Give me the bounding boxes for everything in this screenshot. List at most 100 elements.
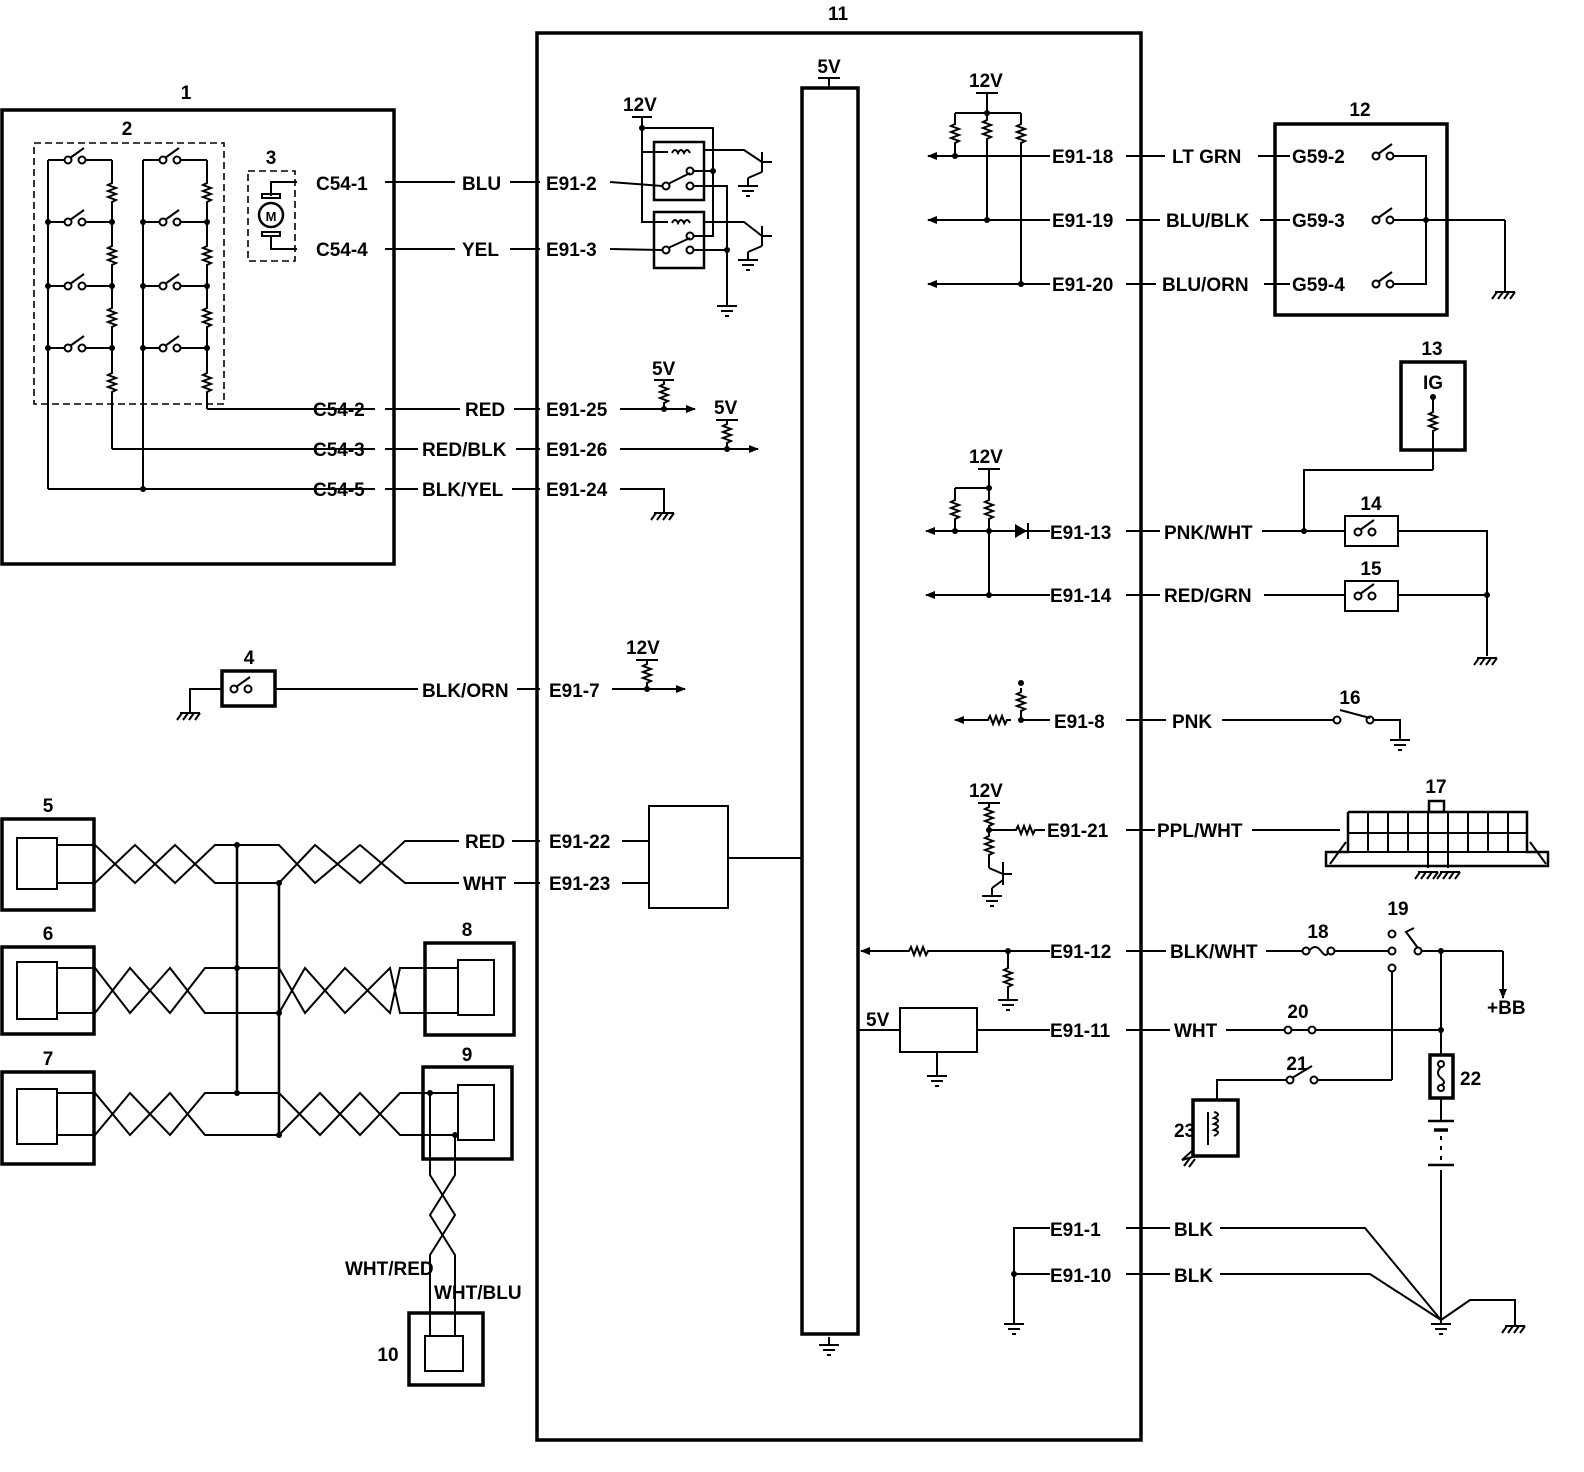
- wire-blk1: BLK: [1174, 1220, 1213, 1241]
- conn-g59-3: G59-3: [1292, 211, 1345, 232]
- conn-e91-18: E91-18: [1052, 147, 1113, 168]
- e91-13-14-inputs: 12V: [925, 447, 1050, 599]
- label-11: 11: [828, 4, 849, 25]
- ig-label: IG: [1423, 373, 1443, 394]
- e91-18-20-inputs: 12V: [927, 71, 1050, 288]
- wire-blk-orn: BLK/ORN: [422, 681, 509, 702]
- dlc-connector-17: [1324, 799, 1550, 880]
- conn-g59-4: G59-4: [1292, 275, 1345, 296]
- label-17: 17: [1425, 777, 1446, 798]
- e91-7-12v: 12V: [626, 638, 660, 659]
- conn-e91-20: E91-20: [1052, 275, 1113, 296]
- node-8: [423, 941, 516, 1037]
- can-bus-twisted-pair: [57, 840, 540, 1336]
- component-1-box: [0, 108, 396, 566]
- conn-e91-24: E91-24: [546, 480, 608, 501]
- conn-c54-2: C54-2: [313, 400, 365, 421]
- fuse-20: [1283, 1025, 1317, 1035]
- node-7: [0, 1070, 96, 1166]
- r-12v-top: 12V: [969, 71, 1003, 92]
- wire-ppl-wht: PPL/WHT: [1157, 821, 1243, 842]
- node-6: [0, 945, 96, 1036]
- label-23: 23: [1174, 1121, 1195, 1142]
- voltage-regulator: [899, 1007, 978, 1053]
- wire-pnk: PNK: [1172, 712, 1212, 733]
- switch-21: [1285, 1065, 1319, 1085]
- cpu-5v-label: 5V: [817, 57, 841, 78]
- label-15: 15: [1360, 559, 1382, 580]
- can-transceiver: [648, 805, 729, 909]
- label-13: 13: [1421, 339, 1442, 360]
- label-7: 7: [43, 1049, 54, 1070]
- wire-pnk-wht: PNK/WHT: [1164, 523, 1253, 544]
- conn-e91-19: E91-19: [1052, 211, 1113, 232]
- label-4: 4: [244, 648, 255, 669]
- conn-e91-26: E91-26: [546, 440, 607, 461]
- wire-blu: BLU: [462, 174, 501, 195]
- conn-e91-21: E91-21: [1047, 821, 1109, 842]
- conn-c54-1: C54-1: [316, 174, 368, 195]
- battery: [1428, 1119, 1454, 1320]
- component-11-ecm: [535, 31, 1143, 1442]
- component-2-box: [33, 142, 225, 405]
- label-10: 10: [377, 1345, 398, 1366]
- wire-wht: WHT: [463, 874, 507, 895]
- label-21: 21: [1286, 1054, 1308, 1075]
- switch-matrix: [45, 147, 375, 492]
- conn-c54-5: C54-5: [313, 480, 365, 501]
- label-16: 16: [1339, 688, 1360, 709]
- conn-e91-2: E91-2: [546, 174, 597, 195]
- conn-e91-22: E91-22: [549, 832, 610, 853]
- wire-wht-blu: WHT/BLU: [434, 1283, 522, 1304]
- motor-icon: [257, 181, 297, 250]
- relay-19: [1387, 927, 1423, 1080]
- node-9: [421, 1065, 514, 1161]
- wire-yel: YEL: [462, 240, 499, 261]
- conn-g59-2: G59-2: [1292, 147, 1345, 168]
- conn-e91-13: E91-13: [1050, 523, 1111, 544]
- conn-e91-1: E91-1: [1050, 1220, 1101, 1241]
- wire-blu-orn: BLU/ORN: [1162, 275, 1249, 296]
- conn-e91-10: E91-10: [1050, 1266, 1111, 1287]
- pullup1-5v: 5V: [652, 359, 676, 380]
- label-3: 3: [266, 148, 277, 169]
- label-2: 2: [122, 119, 133, 140]
- starter-23: [1191, 1098, 1240, 1158]
- conn-c54-3: C54-3: [313, 440, 365, 461]
- wire-wht2: WHT: [1174, 1021, 1218, 1042]
- relay-12v-label: 12V: [623, 95, 657, 116]
- wire-wht-red: WHT/RED: [345, 1259, 434, 1280]
- label-22: 22: [1460, 1069, 1481, 1090]
- conn-e91-7: E91-7: [549, 681, 600, 702]
- r-12v-mid: 12V: [969, 447, 1003, 468]
- plus-bb-label: +BB: [1487, 998, 1526, 1019]
- regulator-5v: 5V: [866, 1010, 890, 1031]
- conn-e91-12: E91-12: [1050, 942, 1111, 963]
- label-6: 6: [43, 924, 54, 945]
- label-5: 5: [43, 796, 54, 817]
- wire-red2: RED: [465, 832, 505, 853]
- label-14: 14: [1360, 494, 1382, 515]
- wire-blu-blk: BLU/BLK: [1166, 211, 1250, 232]
- label-12: 12: [1349, 100, 1370, 121]
- wire-blk2: BLK: [1174, 1266, 1213, 1287]
- e91-8-input: [954, 680, 1050, 725]
- e91-12-input: [860, 946, 1050, 1011]
- label-18: 18: [1307, 922, 1328, 943]
- label-1: 1: [181, 83, 192, 104]
- wire-blk-yel: BLK/YEL: [422, 480, 504, 501]
- ecm-cpu-bar: [800, 86, 860, 1336]
- r-12v-low: 12V: [969, 781, 1003, 802]
- conn-e91-23: E91-23: [549, 874, 610, 895]
- motor-relays: 12V: [609, 95, 772, 317]
- motor-label: M: [266, 209, 277, 224]
- wire-red-blk: RED/BLK: [422, 440, 507, 461]
- wire-lt-grn: LT GRN: [1172, 147, 1241, 168]
- label-8: 8: [462, 920, 473, 941]
- fuse-18: [1301, 946, 1336, 956]
- pullup2-5v: 5V: [714, 398, 738, 419]
- hatch-gnd: [1181, 1155, 1197, 1168]
- component-3-box: [247, 170, 296, 262]
- conn-e91-25: E91-25: [546, 400, 608, 421]
